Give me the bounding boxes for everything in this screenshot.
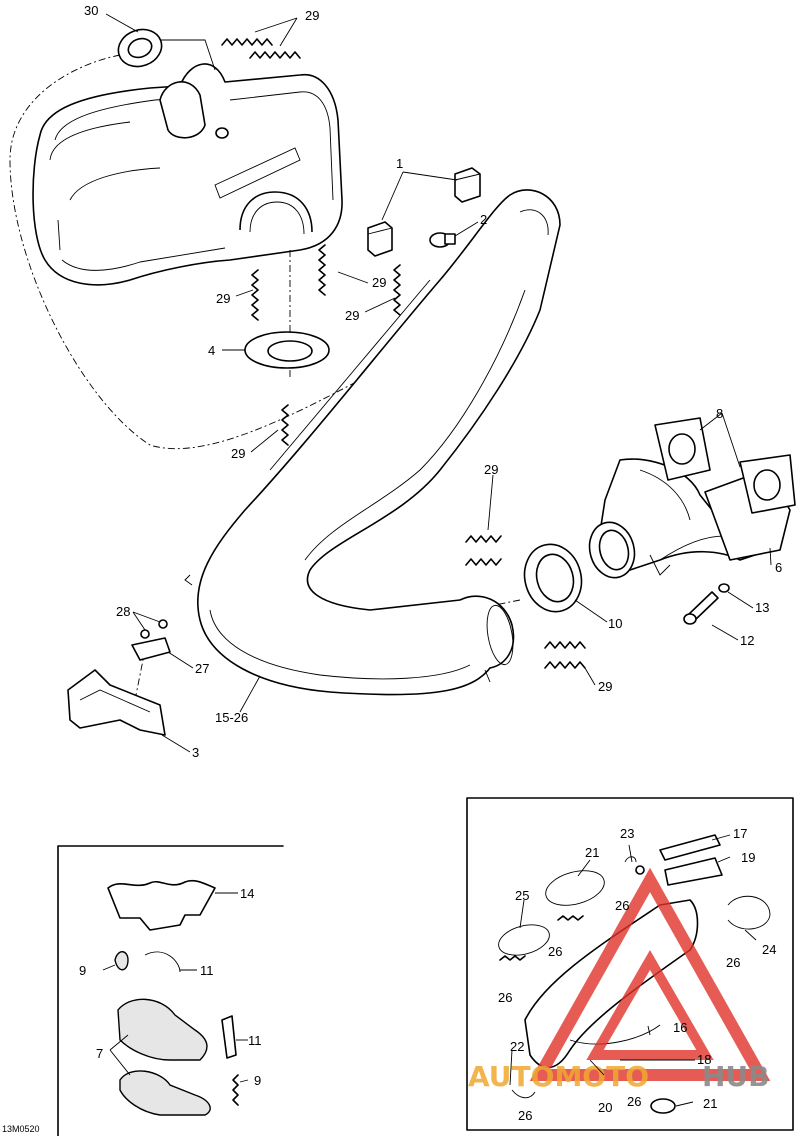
callout-26-a: 26: [615, 898, 629, 913]
callout-19: 19: [741, 850, 755, 865]
bumper-2: [429, 232, 456, 248]
watermark-text-part1: AUTOMOTO: [468, 1060, 649, 1093]
washer-13: [718, 583, 730, 593]
callout-1: 1: [396, 156, 403, 171]
watermark-text-part2: HUB: [702, 1060, 770, 1093]
callout-13: 13: [755, 600, 769, 615]
drawing-code: 13M0520: [2, 1124, 40, 1134]
callout-30: 30: [84, 3, 98, 18]
gasket-8: [654, 417, 796, 514]
callout-2: 2: [480, 212, 487, 227]
callout-26-f: 26: [518, 1108, 532, 1123]
spring-29-c: [393, 264, 401, 316]
callout-29-pipe: 29: [484, 462, 498, 477]
callout-12: 12: [740, 633, 754, 648]
callout-23: 23: [620, 826, 634, 841]
callout-10: 10: [608, 616, 622, 631]
callout-21-top: 21: [585, 845, 599, 860]
callout-28: 28: [116, 604, 130, 619]
callout-8: 8: [716, 406, 723, 421]
callout-15-26: 15-26: [215, 710, 248, 725]
callout-26-b: 26: [548, 944, 562, 959]
callout-11-upper: 11: [200, 963, 214, 978]
callout-9-lower: 9: [254, 1073, 261, 1088]
plate-27: [131, 637, 171, 661]
callout-21-bottom: 21: [703, 1096, 717, 1111]
gasket-4: [244, 331, 330, 369]
callout-16: 16: [673, 1020, 687, 1035]
ring-10: [523, 543, 583, 613]
spring-29-b: [318, 244, 326, 296]
callout-17: 17: [733, 826, 747, 841]
callout-7: 7: [96, 1046, 103, 1061]
spring-29-d: [281, 404, 289, 446]
callout-20: 20: [598, 1100, 612, 1115]
ring-30: [117, 28, 216, 71]
callout-labels: 30 29 1 2 29 29 29 4 29 8 29 6 13 12 10 …: [2, 3, 782, 1134]
spring-29-a: [251, 269, 259, 321]
callout-4: 4: [208, 343, 215, 358]
callout-29-top: 29: [305, 8, 319, 23]
callout-18: 18: [697, 1052, 711, 1067]
callout-14: 14: [240, 886, 254, 901]
callout-24: 24: [762, 942, 776, 957]
callout-26-d: 26: [726, 955, 740, 970]
spring-29-f: [544, 641, 586, 669]
callout-3: 3: [192, 745, 199, 760]
callout-26-e: 26: [627, 1094, 641, 1109]
callout-29-lower: 29: [231, 446, 245, 461]
callout-11-lower: 11: [248, 1033, 262, 1048]
spring-29-top-1: [221, 38, 273, 46]
screw-28: [140, 619, 168, 639]
tuned-pipe: [184, 189, 561, 696]
bolt-12: [683, 591, 719, 625]
spring-29-top-2: [249, 51, 301, 59]
callout-26-c: 26: [498, 990, 512, 1005]
callout-29-left: 29: [216, 291, 230, 306]
callout-6: 6: [775, 560, 782, 575]
watermark-logo: AUTOMOTO HUB: [468, 867, 771, 1093]
spring-29-e: [465, 535, 502, 566]
callout-25: 25: [515, 888, 529, 903]
callout-22: 22: [510, 1039, 524, 1054]
rubber-mount-1: [367, 167, 481, 257]
muffler: [32, 63, 343, 286]
callout-29-right: 29: [345, 308, 359, 323]
callout-27: 27: [195, 661, 209, 676]
inset-box-left: [57, 845, 284, 1136]
bracket-3: [67, 669, 166, 736]
callout-9-upper: 9: [79, 963, 86, 978]
callout-29-mid: 29: [372, 275, 386, 290]
leader-lines: [102, 13, 772, 1107]
callout-29-bottom: 29: [598, 679, 612, 694]
